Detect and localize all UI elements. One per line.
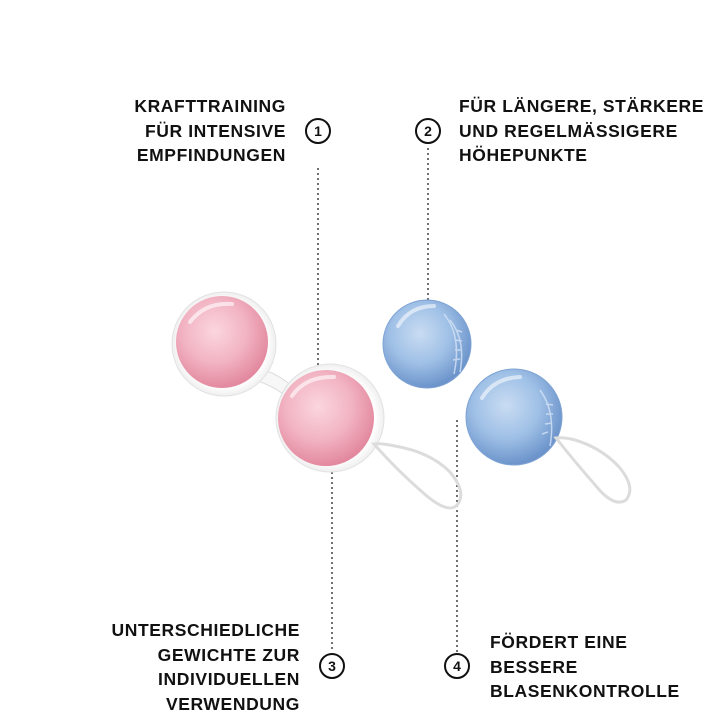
callout-2-number-badge: 2 [415, 118, 441, 144]
callout-2-line: UND REGELMÄSSIGERE [459, 119, 704, 144]
callout-3-line: INDIVIDUELLEN [112, 667, 301, 692]
callout-3-line: GEWICHTE ZUR [112, 643, 301, 668]
callout-3-text: UNTERSCHIEDLICHE GEWICHTE ZUR INDIVIDUEL… [112, 618, 301, 716]
callout-3-number-badge: 3 [319, 653, 345, 679]
callout-4-line: FÖRDERT EINE [490, 630, 680, 655]
pink-retrieval-loop [374, 444, 461, 508]
callout-4-line: BLASENKONTROLLE [490, 679, 680, 704]
blue-ball-set [383, 300, 630, 502]
callout-2-text: FÜR LÄNGERE, STÄRKERE UND REGELMÄSSIGERE… [459, 94, 704, 168]
blue-retrieval-loop [556, 438, 630, 502]
callout-2-line: HÖHEPUNKTE [459, 143, 704, 168]
callout-1-text: KRAFTTRAINING FÜR INTENSIVE EMPFINDUNGEN [134, 94, 286, 168]
callout-4-number-badge: 4 [444, 653, 470, 679]
callout-2-line: FÜR LÄNGERE, STÄRKERE [459, 94, 704, 119]
callout-4-text: FÖRDERT EINE BESSERE BLASENKONTROLLE [490, 630, 680, 704]
callout-1-line: KRAFTTRAINING [134, 94, 286, 119]
callout-3-line: UNTERSCHIEDLICHE [112, 618, 301, 643]
callout-3-line: VERWENDUNG [112, 692, 301, 716]
callout-1-number-badge: 1 [305, 118, 331, 144]
pink-lower-ball [278, 370, 374, 466]
blue-upper-ball [383, 300, 471, 388]
pink-upper-ball [176, 296, 268, 388]
callout-4-line: BESSERE [490, 655, 680, 680]
callout-1-line: FÜR INTENSIVE [134, 119, 286, 144]
blue-lower-ball [466, 369, 562, 465]
callout-1-line: EMPFINDUNGEN [134, 143, 286, 168]
